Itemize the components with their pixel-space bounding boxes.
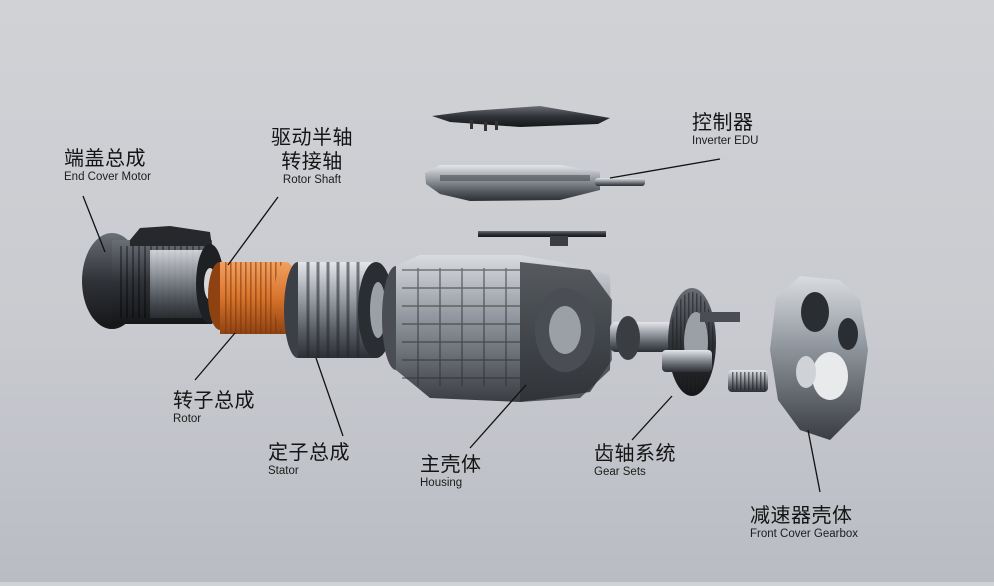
label-rotor: 转子总成 Rotor [173,388,255,427]
inverter-main-body [425,165,645,201]
label-zh: 控制器 [692,110,754,134]
label-en: Gear Sets [594,466,646,478]
end-cover-motor-part [82,226,224,329]
label-stator: 定子总成 Stator [268,440,350,479]
label-front-cover-gearbox: 减速器壳体 Front Cover Gearbox [750,503,858,542]
label-en: End Cover Motor [64,171,151,183]
leader-stator [315,357,344,437]
label-zh: 主壳体 [420,452,482,476]
label-rotor-shaft: 驱动半轴 转接轴 Rotor Shaft [266,125,358,188]
front-cover-gearbox-part [728,276,868,440]
label-zh: 定子总成 [268,440,350,464]
label-en: Front Cover Gearbox [750,528,859,540]
stator-part [284,262,394,358]
leader-gear-sets [631,395,673,441]
label-inverter-edu: 控制器 Inverter EDU [692,110,758,149]
label-en: Rotor [173,413,202,425]
leader-lines [82,158,821,493]
label-zh: 齿轴系统 [594,441,676,465]
housing-part [382,255,612,402]
leader-inverter [609,158,721,179]
label-en: Inverter EDU [692,135,759,147]
label-zh-line2: 转接轴 [281,149,343,173]
label-en: Rotor Shaft [282,174,342,186]
label-housing: 主壳体 Housing [420,452,482,491]
leader-front-cover [807,429,821,493]
inverter-bottom-plate [478,231,606,246]
leader-rotor-shaft [227,196,279,266]
label-zh-line1: 驱动半轴 [271,125,353,149]
label-gear-sets: 齿轴系统 Gear Sets [594,441,676,480]
leader-rotor [194,332,236,381]
label-zh: 转子总成 [173,388,255,412]
label-en: Stator [268,465,299,477]
label-zh: 减速器壳体 [750,503,853,527]
label-end-cover-motor: 端盖总成 End Cover Motor [64,146,151,185]
label-en: Housing [420,477,463,489]
leader-end-cover [82,195,106,253]
inverter-top-plate [432,106,610,131]
leader-housing [469,384,527,449]
gear-sets-part [610,288,740,396]
label-zh: 端盖总成 [64,146,146,170]
